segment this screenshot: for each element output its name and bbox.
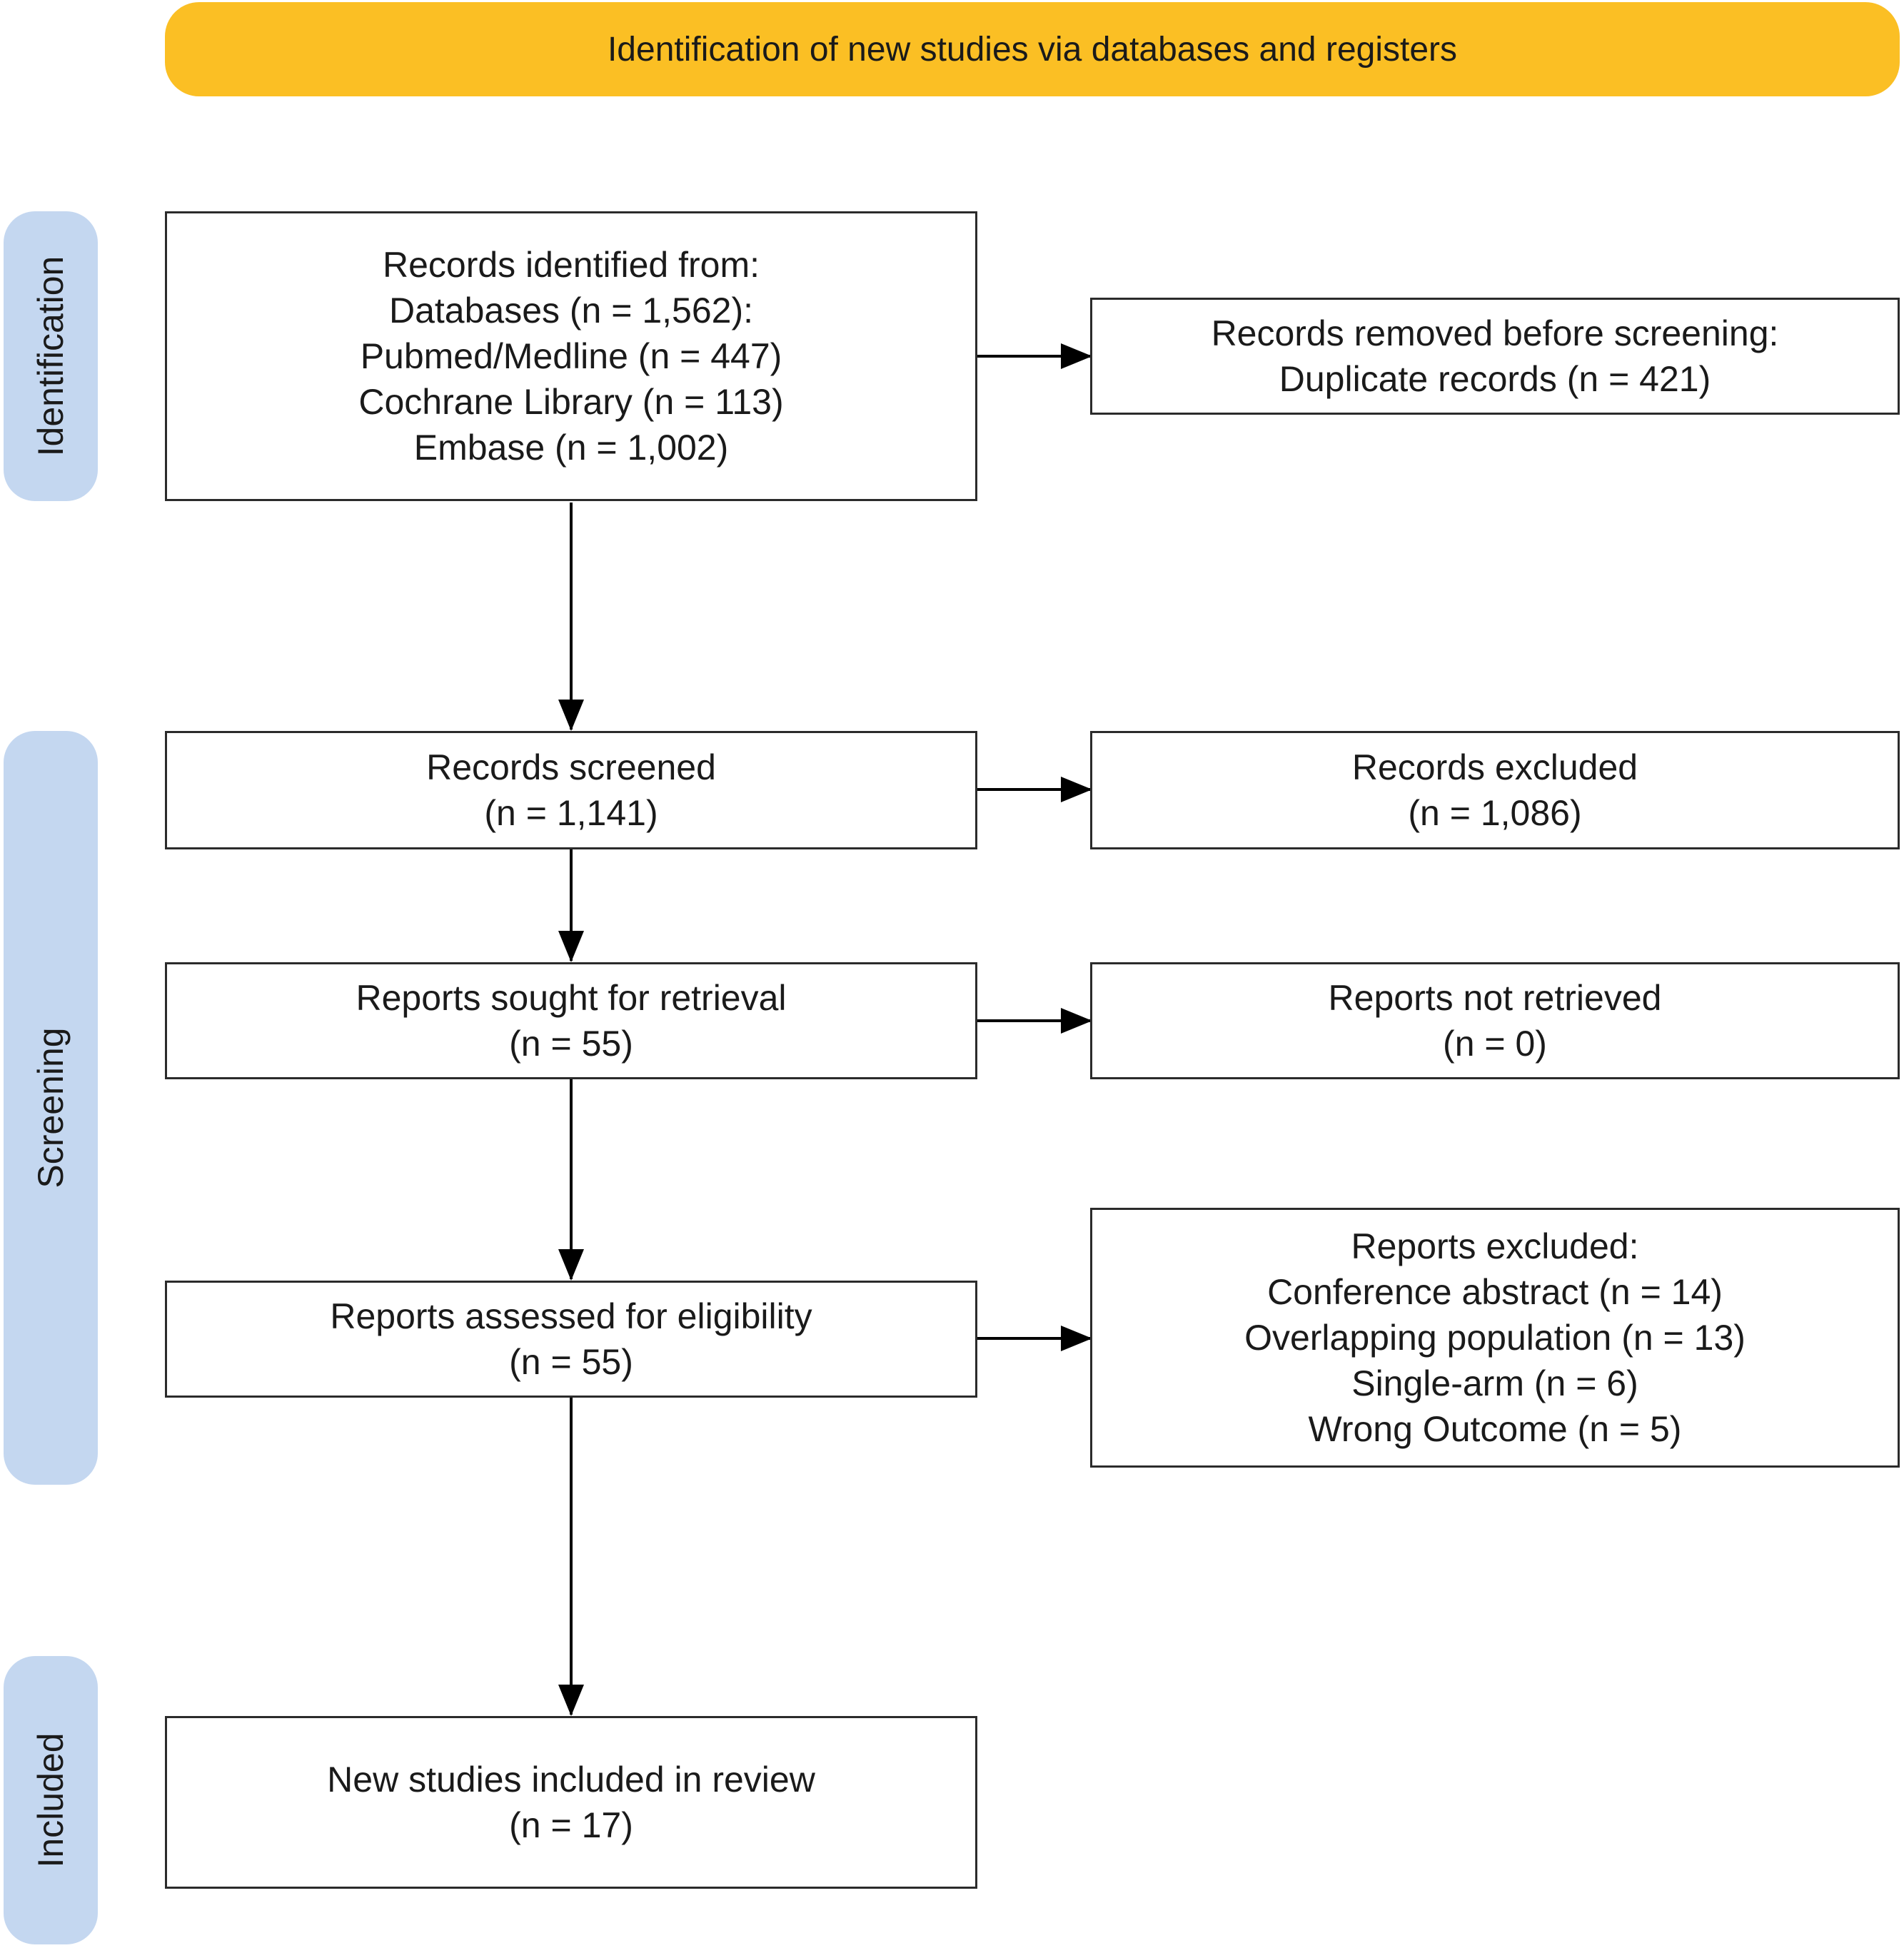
box-line: (n = 1,086) bbox=[1408, 793, 1582, 833]
reports-excluded-box: Reports excluded: Conference abstract (n… bbox=[1090, 1208, 1900, 1468]
box-line: Reports excluded: bbox=[1351, 1226, 1639, 1266]
box-line: Pubmed/Medline (n = 447) bbox=[360, 336, 782, 376]
box-line: Wrong Outcome (n = 5) bbox=[1308, 1409, 1682, 1449]
box-line: (n = 55) bbox=[509, 1342, 633, 1382]
records-identified-box: Records identified from: Databases (n = … bbox=[165, 211, 977, 501]
box-line: (n = 0) bbox=[1443, 1024, 1547, 1064]
box-line: New studies included in review bbox=[327, 1760, 815, 1800]
box-line: Embase (n = 1,002) bbox=[413, 428, 729, 468]
box-line: Records screened bbox=[426, 747, 716, 787]
header-banner: Identification of new studies via databa… bbox=[165, 2, 1900, 96]
phase-included: Included bbox=[4, 1656, 98, 1944]
phase-identification: Identification bbox=[4, 211, 98, 501]
reports-sought-box: Reports sought for retrieval (n = 55) bbox=[165, 962, 977, 1079]
box-line: (n = 1,141) bbox=[484, 793, 658, 833]
box-line: Records removed before screening: bbox=[1211, 313, 1779, 353]
records-screened-box: Records screened (n = 1,141) bbox=[165, 731, 977, 849]
reports-not-retrieved-box: Reports not retrieved (n = 0) bbox=[1090, 962, 1900, 1079]
box-line: Records excluded bbox=[1351, 747, 1638, 787]
phase-screening: Screening bbox=[4, 731, 98, 1485]
box-line: Overlapping population (n = 13) bbox=[1244, 1318, 1746, 1358]
box-line: Reports not retrieved bbox=[1328, 978, 1662, 1018]
reports-assessed-box: Reports assessed for eligibility (n = 55… bbox=[165, 1281, 977, 1398]
box-line: (n = 55) bbox=[509, 1024, 633, 1064]
box-line: Cochrane Library (n = 113) bbox=[358, 382, 784, 422]
box-line: Conference abstract (n = 14) bbox=[1267, 1272, 1723, 1312]
box-line: Databases (n = 1,562): bbox=[388, 291, 754, 330]
box-line: Single-arm (n = 6) bbox=[1351, 1363, 1638, 1403]
studies-included-box: New studies included in review (n = 17) bbox=[165, 1716, 977, 1889]
box-line: Records identified from: bbox=[382, 245, 760, 285]
box-line: Duplicate records (n = 421) bbox=[1279, 359, 1711, 399]
records-excluded-box: Records excluded (n = 1,086) bbox=[1090, 731, 1900, 849]
header-title: Identification of new studies via databa… bbox=[607, 30, 1458, 69]
records-removed-box: Records removed before screening: Duplic… bbox=[1090, 298, 1900, 415]
box-line: (n = 17) bbox=[509, 1805, 633, 1845]
box-line: Reports assessed for eligibility bbox=[330, 1296, 812, 1336]
box-line: Reports sought for retrieval bbox=[356, 978, 787, 1018]
